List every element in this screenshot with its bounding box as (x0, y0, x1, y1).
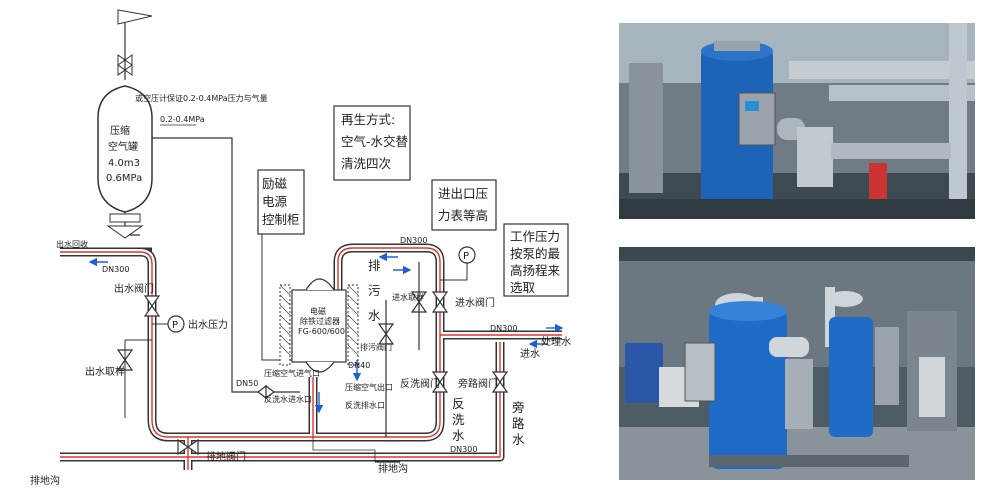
vent-note: 或空压计保证0.2-0.4MPa压力与气量 (135, 93, 268, 103)
tank-label-1: 压缩 (110, 124, 130, 137)
pressure-setting-label: 0.2-0.4MPa (160, 115, 205, 124)
svg-text:排地沟: 排地沟 (30, 474, 60, 487)
gauge-note-box: 进出口压 力表等高 (431, 179, 497, 231)
svg-text:出水压力: 出水压力 (188, 318, 228, 331)
svg-text:高扬程来: 高扬程来 (510, 263, 561, 278)
drain-main-valve[interactable] (177, 438, 199, 456)
svg-text:励磁: 励磁 (262, 176, 288, 191)
svg-text:排地沟: 排地沟 (378, 462, 408, 475)
installation-photo-top (619, 23, 975, 219)
svg-text:力表等高: 力表等高 (438, 208, 488, 223)
bypass-valve[interactable] (491, 371, 509, 393)
svg-text:电磁: 电磁 (310, 306, 326, 316)
svg-text:进出口压: 进出口压 (438, 186, 488, 201)
svg-text:水: 水 (512, 432, 525, 447)
valves (116, 291, 509, 456)
svg-text:路: 路 (512, 416, 525, 431)
svg-text:进水阀门: 进水阀门 (455, 296, 495, 309)
svg-text:排地阀门: 排地阀门 (206, 450, 246, 463)
backwash-valve[interactable] (431, 371, 449, 393)
tank-label-4: 0.6MPa (106, 173, 142, 184)
electromagnetic-filter: 电磁 除铁过滤器 FG-600/600 (279, 278, 359, 373)
outlet-valve[interactable] (143, 295, 161, 317)
svg-text:排污阀门: 排污阀门 (360, 342, 392, 352)
svg-text:DN300: DN300 (450, 445, 477, 454)
svg-text:反: 反 (452, 396, 465, 411)
svg-text:旁: 旁 (512, 400, 525, 415)
svg-text:排: 排 (368, 258, 381, 273)
svg-text:压缩空气出口: 压缩空气出口 (345, 382, 393, 392)
svg-text:污: 污 (368, 283, 381, 298)
vent-pipe (117, 9, 153, 80)
svg-text:选取: 选取 (510, 280, 536, 295)
svg-text:清洗四次: 清洗四次 (341, 156, 391, 171)
inlet-valve[interactable] (431, 291, 449, 313)
svg-text:旁路阀门: 旁路阀门 (458, 377, 498, 390)
svg-text:进水: 进水 (520, 348, 540, 360)
svg-text:除铁过滤器: 除铁过滤器 (300, 316, 340, 326)
svg-text:电源: 电源 (262, 194, 288, 209)
svg-text:出水阀门: 出水阀门 (114, 282, 154, 295)
svg-text:反洗水进水口: 反洗水进水口 (264, 394, 312, 404)
svg-text:出水取样: 出水取样 (85, 365, 125, 378)
installation-photo-bottom (619, 247, 975, 480)
svg-text:再生方式:: 再生方式: (341, 112, 395, 127)
svg-text:水: 水 (452, 428, 465, 443)
diagram-labels: 出水回收 DN300 DN300 DN300 DN300 DN50 DN40 出… (30, 236, 571, 487)
control-cabinet-box: 励磁 电源 控制柜 (257, 169, 305, 361)
svg-text:出水回收: 出水回收 (56, 239, 88, 249)
svg-text:DN300: DN300 (400, 236, 427, 245)
regeneration-note-box: 再生方式: 空气-水交替 清洗四次 (333, 105, 411, 181)
svg-text:工作压力: 工作压力 (510, 229, 560, 244)
pressure-gauges: P P (152, 246, 476, 333)
svg-text:P: P (172, 320, 178, 331)
working-pressure-box: 工作压力 按泵的最 高扬程来 选取 (503, 223, 569, 297)
svg-text:水: 水 (368, 308, 381, 323)
svg-text:进水取样: 进水取样 (392, 292, 424, 302)
process-flow-diagram: 压缩 空气罐 4.0m3 0.6MPa 或空压计保证0.2-0.4MPa压力与气… (30, 9, 571, 487)
svg-text:DN300: DN300 (102, 265, 129, 274)
svg-text:按泵的最: 按泵的最 (510, 246, 561, 261)
tank-label-3: 4.0m3 (108, 158, 140, 169)
svg-text:控制柜: 控制柜 (262, 212, 300, 227)
svg-text:反洗阀门: 反洗阀门 (400, 377, 440, 390)
svg-text:DN40: DN40 (348, 361, 370, 370)
tank-label-2: 空气罐 (108, 140, 138, 153)
svg-text:反洗排水口: 反洗排水口 (345, 400, 385, 410)
air-valve[interactable] (257, 384, 275, 400)
svg-text:处理水: 处理水 (541, 336, 571, 348)
svg-text:FG-600/600: FG-600/600 (298, 327, 345, 336)
flow-arrows (88, 252, 564, 414)
svg-text:P: P (463, 251, 469, 262)
svg-text:DN300: DN300 (490, 324, 517, 333)
svg-text:DN50: DN50 (236, 379, 258, 388)
air-tank: 压缩 空气罐 4.0m3 0.6MPa (97, 85, 153, 239)
svg-text:空气-水交替: 空气-水交替 (341, 134, 409, 149)
svg-text:洗: 洗 (452, 412, 465, 427)
svg-text:压缩空气进气口: 压缩空气进气口 (264, 368, 320, 378)
